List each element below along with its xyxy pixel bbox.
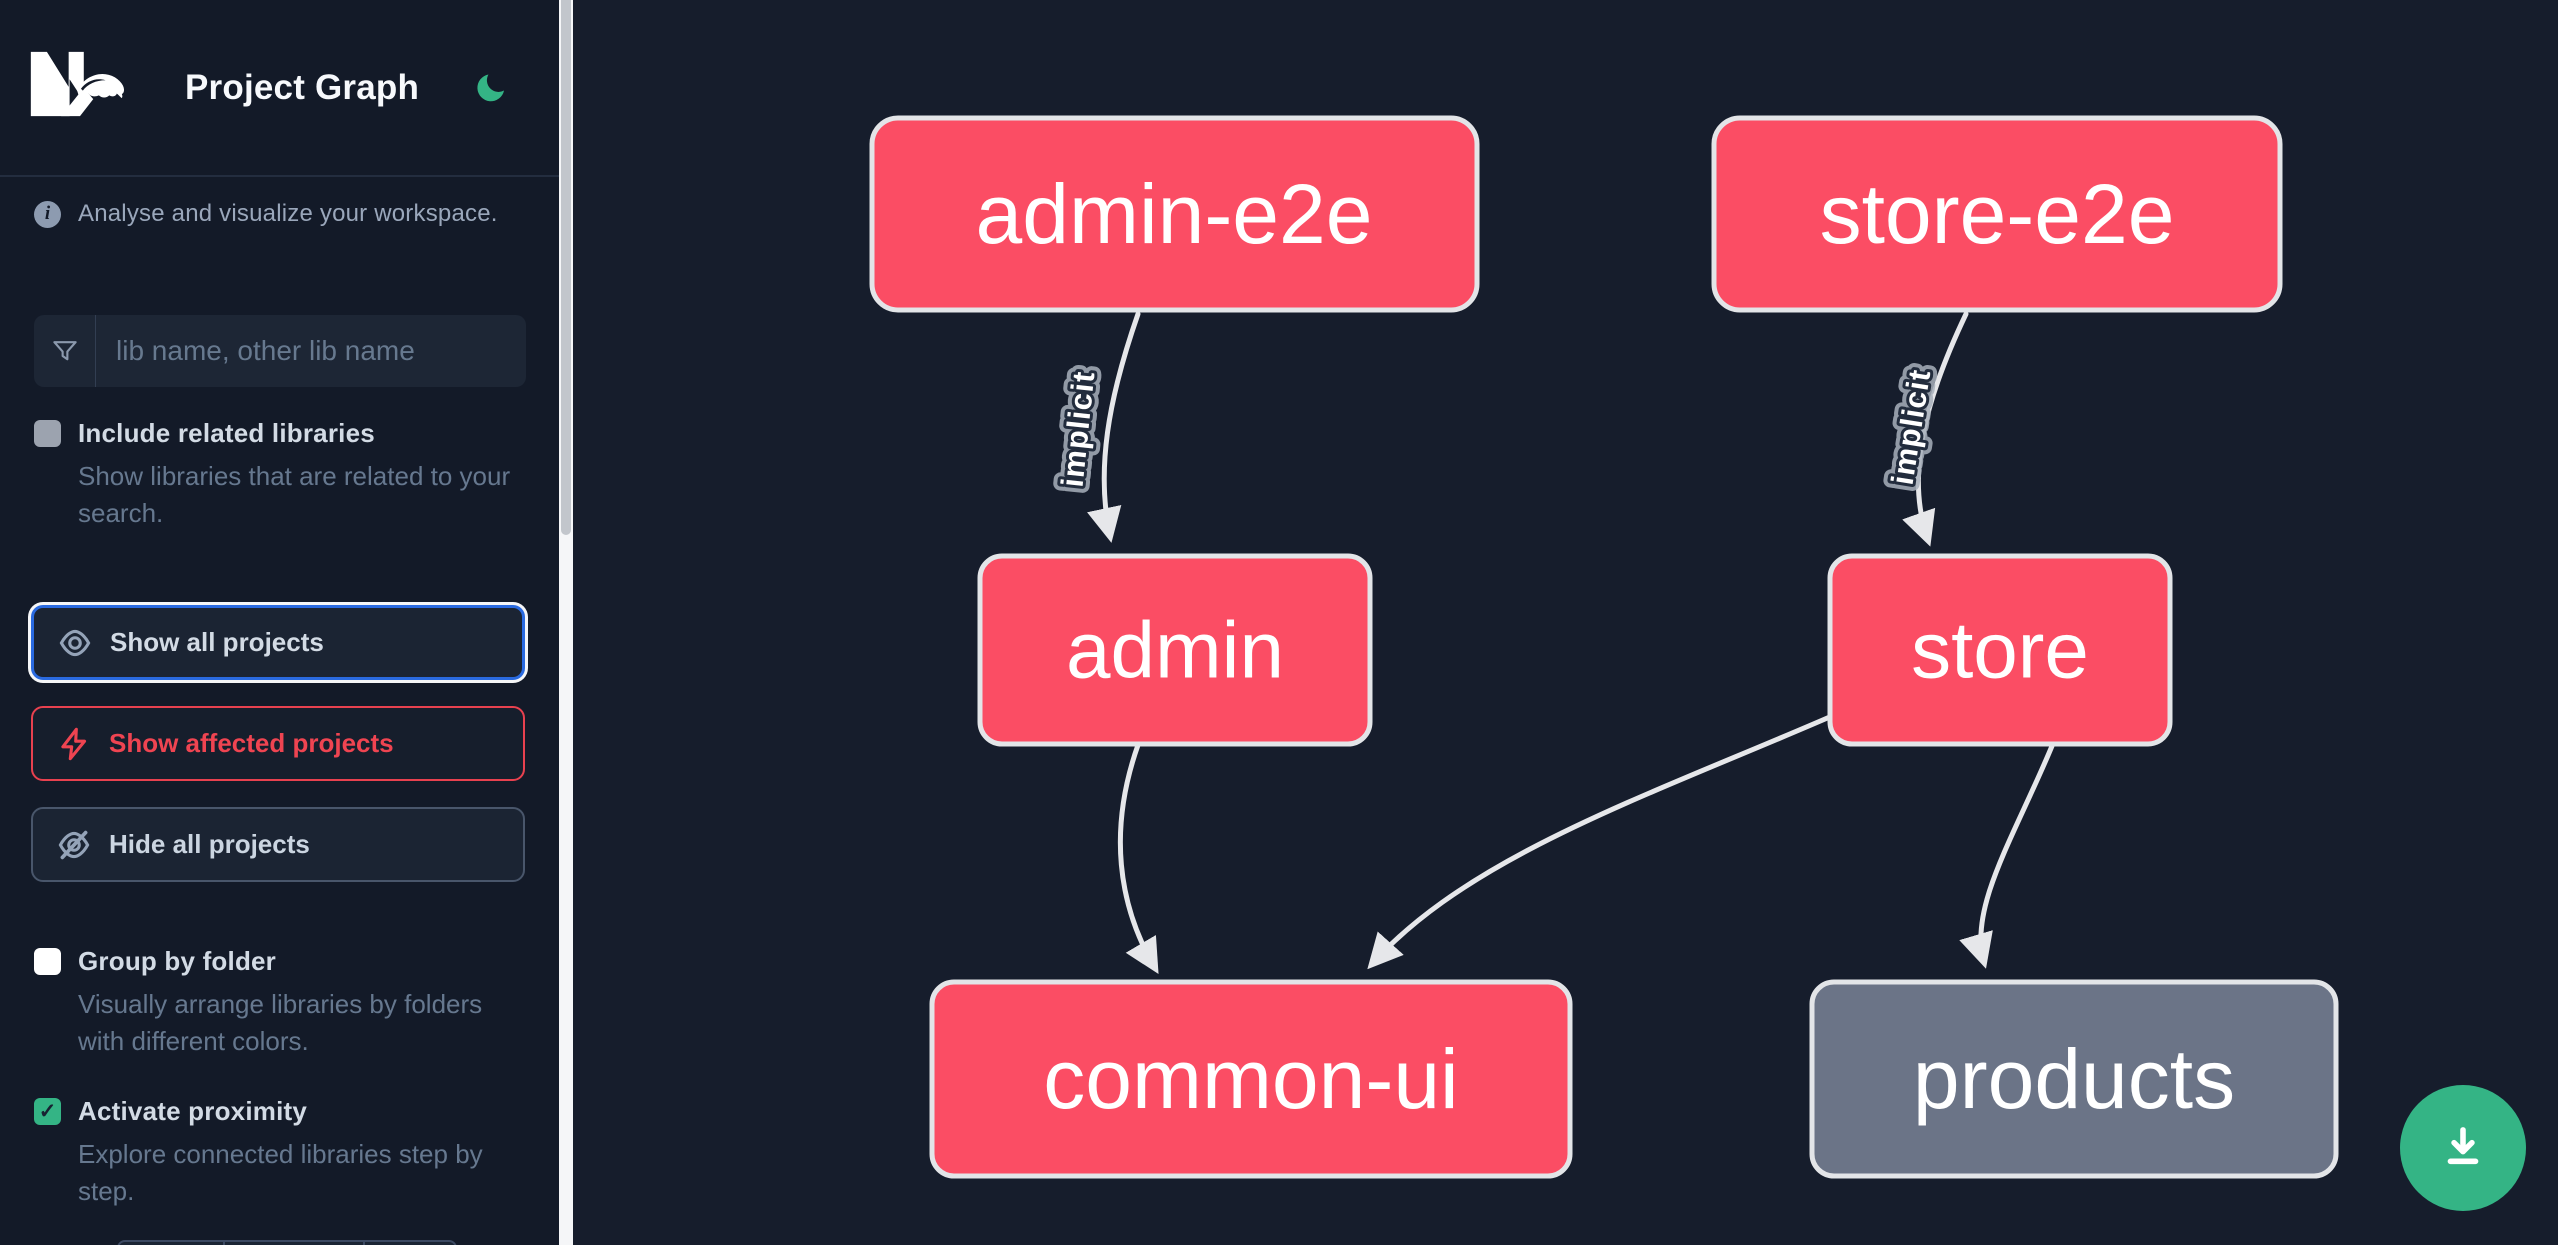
node-common-ui[interactable]: common-ui: [929, 979, 1573, 1179]
node-admin[interactable]: admin: [977, 553, 1373, 747]
svg-text:admin: admin: [1066, 606, 1284, 695]
tagline-row: i Analyse and visualize your workspace.: [34, 200, 498, 228]
node-store[interactable]: store: [1827, 553, 2173, 747]
edge-admin-e2e-admin: [1087, 311, 1141, 543]
node-admin-e2e[interactable]: admin-e2e: [869, 115, 1480, 313]
checkbox-activate-proximity[interactable]: ✓: [34, 1098, 61, 1125]
stepper-decrement[interactable]: [117, 1240, 225, 1245]
eye-icon: [59, 629, 91, 656]
sidebar-scrollbar-thumb[interactable]: [561, 0, 571, 535]
search-box: [34, 315, 526, 387]
eye-off-icon: [58, 830, 90, 859]
info-icon: i: [34, 200, 61, 228]
edge-label-implicit-2: implicit implicit: [1878, 360, 1945, 495]
hide-all-projects-label: Hide all projects: [109, 829, 310, 859]
option-description: Visually arrange libraries by folders wi…: [78, 989, 483, 1056]
svg-text:admin-e2e: admin-e2e: [976, 167, 1373, 261]
option-label: Activate proximity: [78, 1096, 308, 1126]
option-label: Group by folder: [78, 946, 276, 976]
checkbox-include-related[interactable]: [34, 420, 61, 447]
proximity-stepper[interactable]: [117, 1240, 457, 1245]
moon-icon[interactable]: [474, 70, 510, 106]
sidebar-scrollbar-track[interactable]: [559, 0, 573, 1245]
show-all-projects-label: Show all projects: [110, 627, 324, 657]
svg-text:implicit: implicit: [1055, 369, 1102, 489]
node-store-e2e[interactable]: store-e2e: [1711, 115, 2283, 313]
option-activate-proximity[interactable]: ✓ Activate proximity Explore connected l…: [34, 1096, 528, 1210]
download-image-button[interactable]: [2400, 1085, 2526, 1211]
svg-text:products: products: [1913, 1032, 2235, 1126]
bolt-icon: [61, 727, 87, 760]
edge-store-common-ui: [1367, 713, 1835, 970]
app-title: Project Graph: [185, 68, 420, 107]
option-include-related[interactable]: Include related libraries Show libraries…: [34, 418, 528, 532]
edge-store-e2e-store: [1902, 311, 1969, 547]
svg-text:store: store: [1911, 606, 2089, 695]
option-label: Include related libraries: [78, 418, 375, 448]
sidebar-divider: [0, 175, 559, 177]
show-affected-projects-button[interactable]: Show affected projects: [31, 706, 525, 781]
svg-text:implicit: implicit: [1885, 367, 1938, 488]
filter-funnel-icon: [34, 315, 96, 387]
stepper-value: [225, 1240, 365, 1245]
hide-all-projects-button[interactable]: Hide all projects: [31, 807, 525, 882]
sidebar: Project Graph i Analyse and visualize yo…: [0, 0, 559, 1245]
search-input[interactable]: [96, 315, 526, 387]
node-products[interactable]: products: [1809, 979, 2339, 1179]
option-group-by-folder[interactable]: Group by folder Visually arrange librari…: [34, 946, 528, 1060]
tagline-text: Analyse and visualize your workspace.: [78, 200, 498, 227]
checkbox-group-by-folder[interactable]: [34, 948, 61, 975]
show-all-projects-button[interactable]: Show all projects: [31, 605, 525, 680]
show-affected-projects-label: Show affected projects: [109, 728, 394, 758]
edge-admin-common-ui: [1117, 742, 1159, 975]
edge-store-products: [1959, 743, 2055, 969]
download-icon: [2447, 1127, 2479, 1165]
option-description: Show libraries that are related to your …: [78, 461, 511, 528]
check-icon: ✓: [38, 1100, 57, 1123]
option-description: Explore connected libraries step by step…: [78, 1139, 483, 1206]
edge-label-implicit-1: implicit implicit: [1048, 362, 1109, 496]
svg-text:store-e2e: store-e2e: [1820, 167, 2175, 261]
svg-text:common-ui: common-ui: [1043, 1032, 1458, 1126]
nx-logo: [30, 51, 125, 117]
